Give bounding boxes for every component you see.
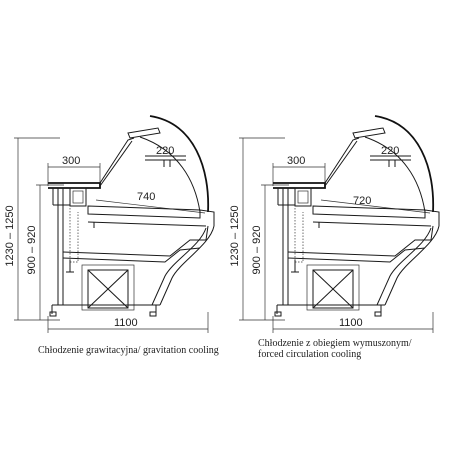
total-height-label: 1230 – 1250: [229, 205, 241, 266]
shelf-dimension-220: 220: [145, 145, 186, 167]
compressor-box: [306, 264, 360, 311]
inner-dimension-740: 740: [95, 191, 206, 214]
total-height-dimension: 1230 – 1250: [229, 137, 285, 321]
caption-left: Chłodzenie grawitacyjna/ gravitation coo…: [38, 345, 219, 356]
display-case-gravitation: 1230 – 1250 900 – 920 300: [4, 115, 219, 356]
total-height-label: 1230 – 1250: [4, 205, 16, 266]
inner-label-740: 740: [137, 191, 155, 203]
width-dimension: 1100: [47, 312, 209, 333]
depth-dimension-300: 300: [47, 155, 101, 186]
compressor-box: [81, 264, 135, 311]
depth-label-300: 300: [287, 155, 305, 167]
shelf-dimension-220: 220: [370, 145, 411, 167]
depth-label-300: 300: [62, 155, 80, 167]
total-height-dimension: 1230 – 1250: [4, 137, 60, 321]
mid-height-label: 900 – 920: [251, 226, 263, 275]
mid-height-label: 900 – 920: [26, 226, 38, 275]
width-label: 1100: [339, 317, 363, 329]
shelf-label-220: 220: [156, 145, 174, 157]
depth-dimension-300: 300: [272, 155, 326, 186]
shelf-label-220: 220: [381, 145, 399, 157]
caption-right-line1: Chłodzenie z obiegiem wymuszonym/: [258, 338, 412, 349]
width-dimension: 1100: [272, 312, 434, 333]
inner-label-720: 720: [353, 195, 371, 207]
mid-height-dimension: 900 – 920: [26, 184, 64, 320]
display-case-forced: 1230 – 1250 900 – 920 300 220: [229, 115, 440, 360]
mid-height-dimension: 900 – 920: [251, 184, 289, 320]
inner-dimension-720: 720: [320, 195, 431, 214]
width-label: 1100: [114, 317, 138, 329]
caption-right-line2: forced circulation cooling: [258, 349, 361, 360]
